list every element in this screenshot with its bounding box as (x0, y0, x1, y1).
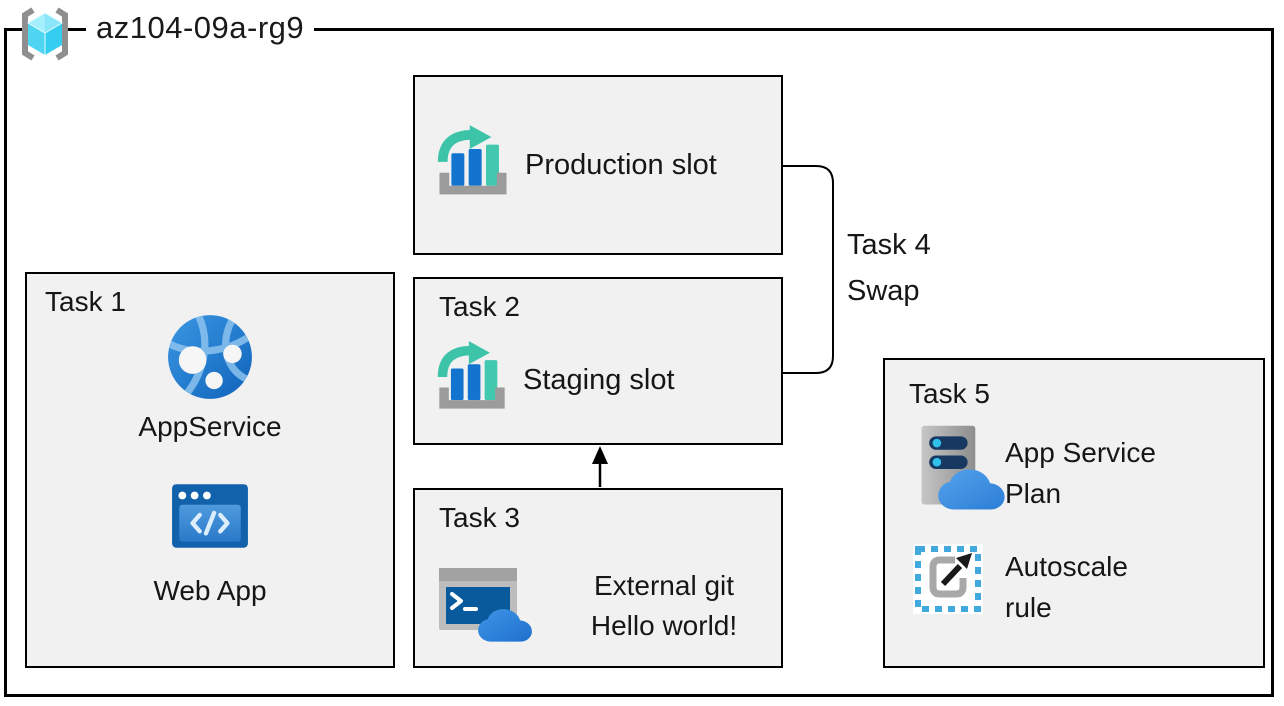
autoscale-rule-label: Autoscale rule (1005, 551, 1128, 623)
task5-heading: Task 5 (909, 378, 990, 409)
task4-label: Task 4 Swap (847, 222, 931, 314)
resource-group-title: az104-09a-rg9 (86, 10, 315, 46)
deployment-slot-icon (433, 339, 511, 422)
task5-box: Task 5 App Service Plan (883, 358, 1265, 668)
production-slot-box: Production slot (413, 75, 783, 255)
task4-swap-label: Swap (847, 275, 920, 307)
task1-heading: Task 1 (45, 286, 126, 317)
autoscale-rule-icon (913, 544, 983, 619)
task3-box: Task 3 External git Hello worl (413, 488, 783, 668)
deployment-slot-icon (433, 123, 513, 208)
task2-box: Task 2 Staging slot (413, 277, 783, 445)
web-app-label: Web App (153, 575, 267, 606)
cloud-shell-icon (437, 562, 533, 651)
task3-line1: External git (593, 570, 735, 601)
task4-heading: Task 4 (847, 229, 931, 261)
app-service-label: AppService (138, 411, 282, 442)
web-app-item: Web App (27, 476, 393, 607)
app-service-plan-icon (910, 422, 1006, 519)
task3-heading: Task 3 (439, 502, 520, 533)
web-app-icon (169, 484, 251, 562)
app-service-item: AppService (27, 312, 393, 443)
task2-heading: Task 2 (439, 291, 520, 322)
app-service-icon (165, 315, 255, 406)
staging-slot-label: Staging slot (523, 364, 675, 396)
task3-line2: Hello world! (590, 610, 738, 641)
staging-slot-row: Staging slot (433, 339, 675, 422)
production-slot-label: Production slot (525, 148, 717, 181)
app-service-plan-label: App Service Plan (1005, 437, 1156, 509)
production-slot-row: Production slot (433, 77, 717, 253)
task3-text: External git Hello world! (555, 566, 773, 646)
resource-group-icon (12, 5, 78, 68)
task1-box: Task 1 (25, 272, 395, 668)
